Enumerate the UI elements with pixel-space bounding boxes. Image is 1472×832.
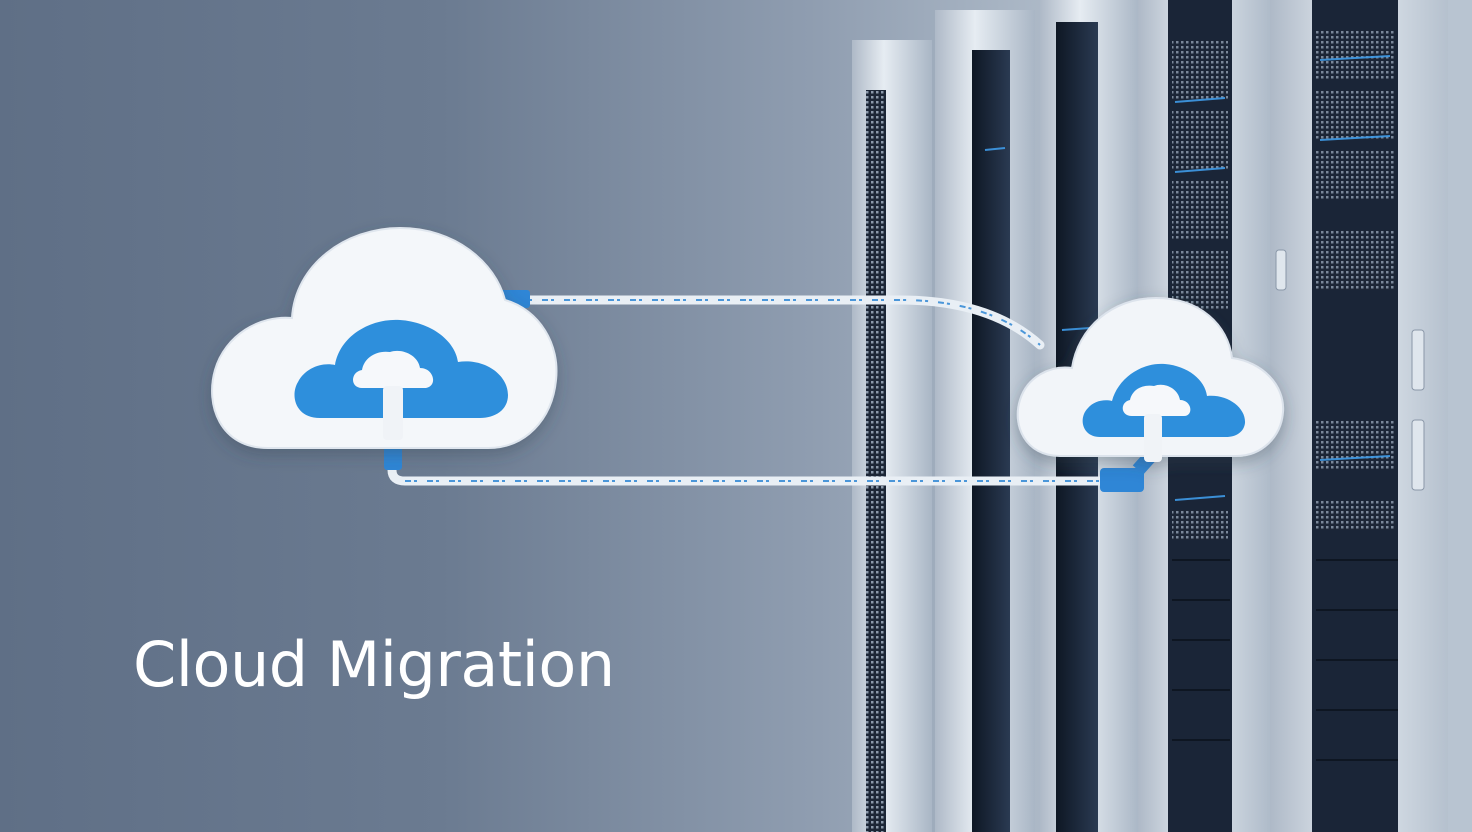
network-cables <box>384 290 1162 492</box>
page-title: Cloud Migration <box>133 628 615 701</box>
cloud-icon-small <box>1016 296 1285 462</box>
cloud-icon-large <box>211 226 558 449</box>
